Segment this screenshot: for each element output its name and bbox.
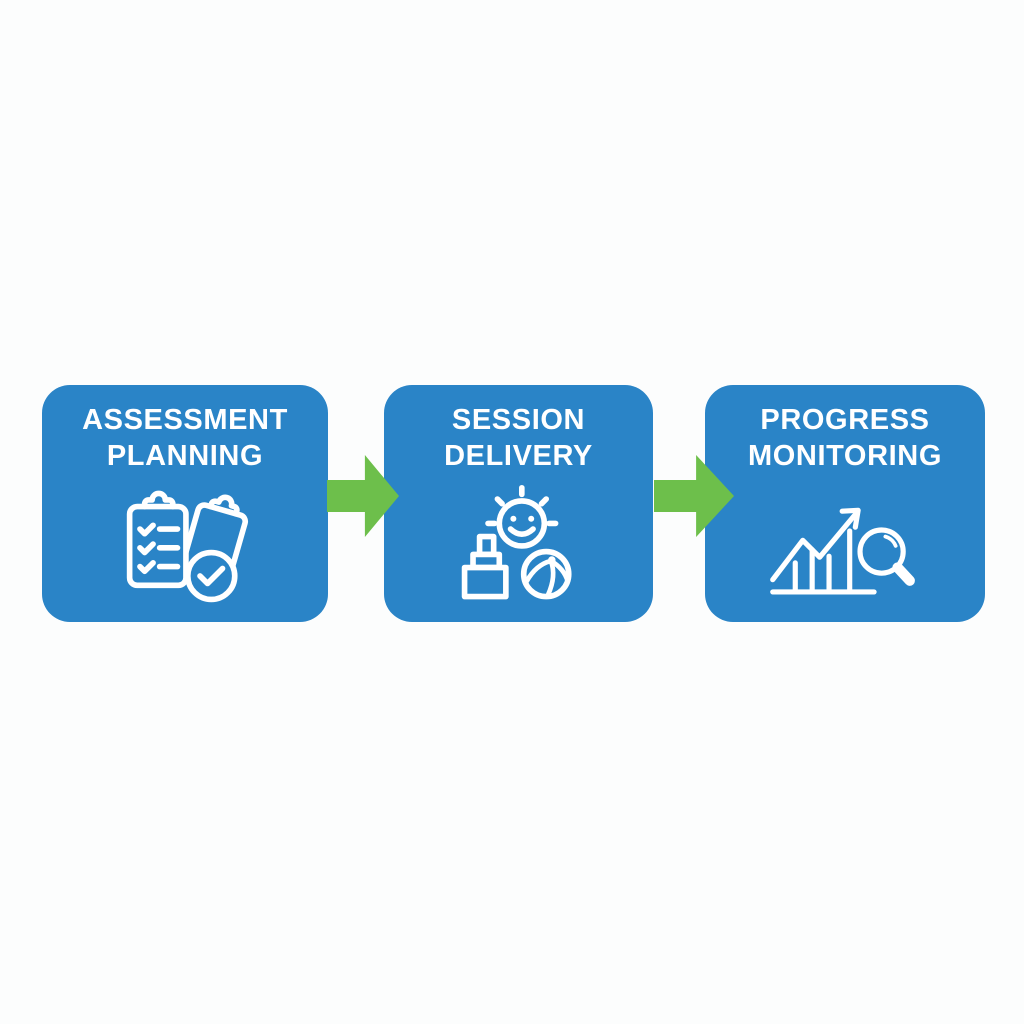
- step-title-line1: PROGRESS: [760, 404, 930, 436]
- arrow-right-icon: [327, 455, 399, 537]
- step-title-line2: MONITORING: [748, 440, 942, 472]
- step-progress-monitoring: PROGRESS MONITORING: [705, 385, 985, 622]
- chart-magnifier-icon: [770, 507, 915, 595]
- step-title-line2: PLANNING: [106, 440, 264, 472]
- step-title: SESSION DELIVERY: [444, 402, 593, 474]
- step-assessment-planning: ASSESSMENT PLANNING: [42, 385, 328, 622]
- sun-blocks-ball-icon: [461, 484, 572, 600]
- step-title: ASSESSMENT PLANNING: [82, 402, 288, 474]
- clipboard-checklist-icon: [126, 490, 249, 603]
- step-title-line1: ASSESSMENT: [82, 404, 288, 436]
- step-title-line2: DELIVERY: [444, 440, 593, 472]
- step-title-line1: SESSION: [451, 404, 586, 436]
- step-session-delivery: SESSION DELIVERY: [384, 385, 653, 622]
- step-title: PROGRESS MONITORING: [748, 402, 942, 474]
- arrow-right-icon: [654, 455, 734, 537]
